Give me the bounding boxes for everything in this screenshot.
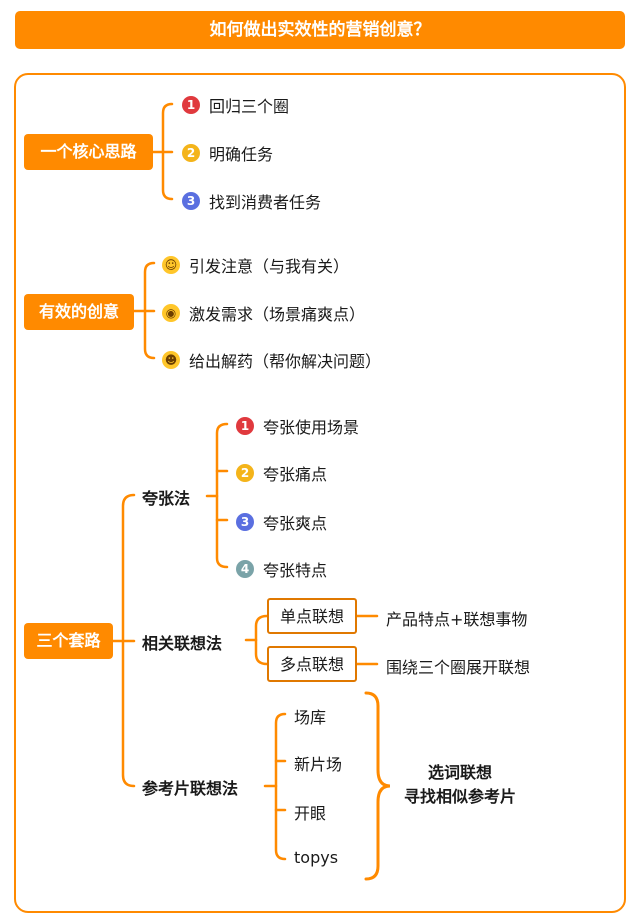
number-two-icon: 2 [236,464,254,482]
item-label: 引发注意（与我有关） [189,257,350,276]
surprised-face-icon: ◉ [162,304,180,322]
method-exaggeration: 夸张法 [142,489,191,508]
list-item: 4 夸张特点 [236,557,327,581]
list-item: 1 回归三个圈 [182,93,289,117]
item-label: 夸张使用场景 [263,418,360,437]
bracket-line [254,614,269,666]
category-core-idea: 一个核心思路 [24,134,153,170]
list-item: 新片场 [294,755,343,774]
list-item: ◉ 激发需求（场景痛爽点） [162,301,365,325]
category-effective-creative: 有效的创意 [24,294,134,330]
bracket-line [274,712,287,861]
list-item: ☻ 给出解药（帮你解决问题） [162,348,381,372]
curly-brace [364,691,391,881]
number-two-icon: 2 [182,144,200,162]
list-item: ☺ 引发注意（与我有关） [162,253,349,277]
method-reference-film: 参考片联想法 [142,779,239,798]
number-one-icon: 1 [236,417,254,435]
item-label: 找到消费者任务 [209,193,322,212]
list-item: 开眼 [294,804,327,823]
item-label: 回归三个圈 [209,97,290,116]
number-four-icon: 4 [236,560,254,578]
connector-lines [111,102,391,881]
bracket-line [215,422,229,569]
association-note: 产品特点+联想事物 [386,610,528,629]
number-three-icon: 3 [182,192,200,210]
list-item: 1 夸张使用场景 [236,414,359,438]
item-label: 夸张特点 [263,561,328,580]
list-item: 3 找到消费者任务 [182,189,321,213]
single-point-association-box: 单点联想 [267,598,357,634]
list-item: 2 夸张痛点 [236,461,327,485]
list-item: topys [294,848,339,867]
title-banner: 如何做出实效性的营销创意？ [15,11,625,49]
list-item: 2 明确任务 [182,141,273,165]
item-label: 明确任务 [209,145,274,164]
category-three-methods: 三个套路 [24,623,113,659]
list-item: 3 夸张爽点 [236,510,327,534]
smile-face-icon: ☺ [162,256,180,274]
multi-point-association-box: 多点联想 [267,646,357,682]
item-label: 夸张痛点 [263,465,328,484]
list-item: 场库 [294,708,327,727]
association-note: 围绕三个圈展开联想 [386,658,531,677]
method-association: 相关联想法 [142,634,223,653]
number-one-icon: 1 [182,96,200,114]
item-label: 激发需求（场景痛爽点） [189,305,366,324]
grin-face-icon: ☻ [162,351,180,369]
conclusion-line: 选词联想 [427,763,492,782]
item-label: 夸张爽点 [263,514,328,533]
number-three-icon: 3 [236,513,254,531]
item-label: 给出解药（帮你解决问题） [189,352,382,371]
reference-conclusion: 选词联想 寻找相似参考片 [375,761,545,809]
conclusion-line: 寻找相似参考片 [403,787,516,806]
